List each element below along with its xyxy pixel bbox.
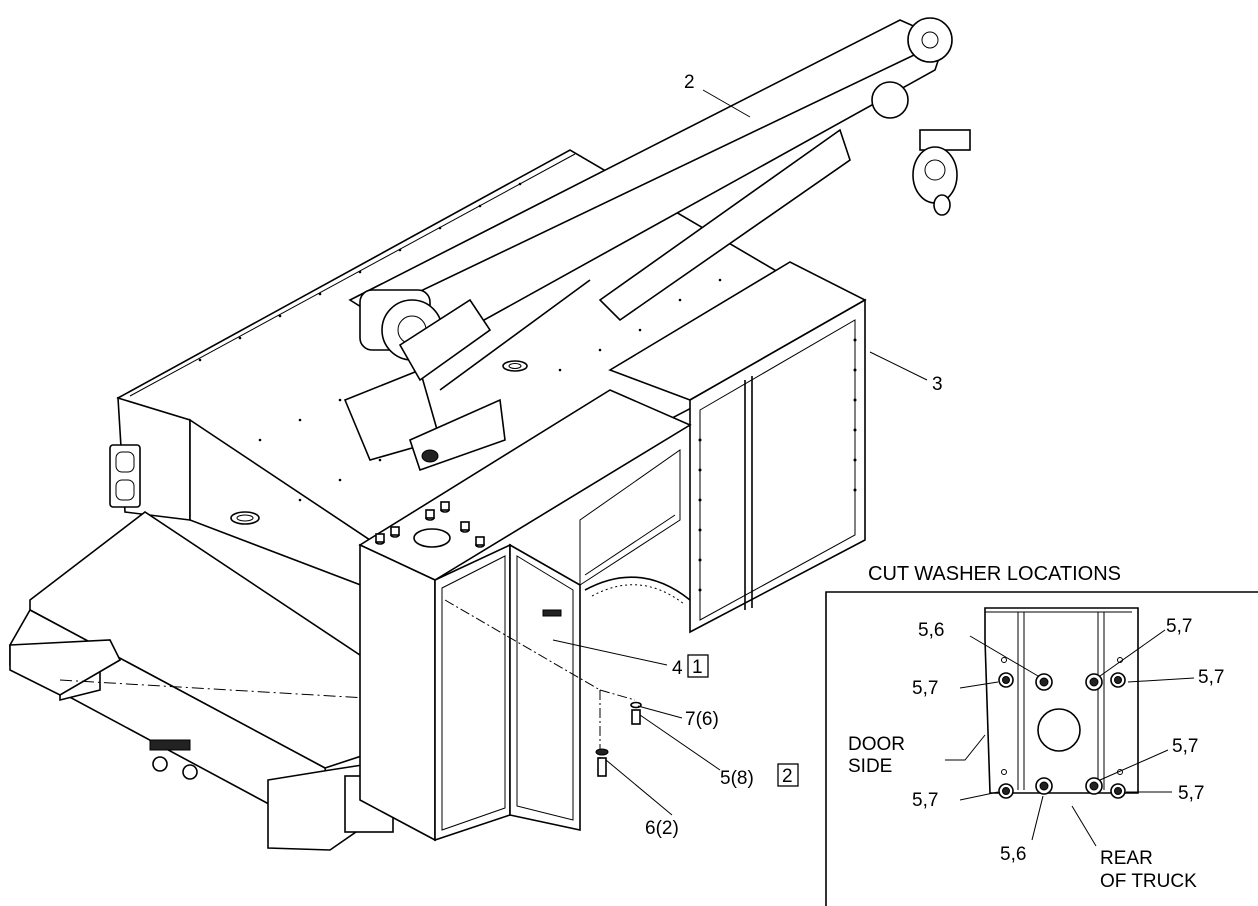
washer-locations <box>998 672 1126 799</box>
detail-leaders <box>945 629 1195 847</box>
mounting-studs <box>375 501 485 548</box>
crane-drawing <box>343 17 971 472</box>
callout-leaders <box>552 89 928 816</box>
mounting-plate-drawing <box>984 607 1139 794</box>
hardware-drawing <box>595 701 642 777</box>
right-compartment-drawing <box>584 261 867 634</box>
callout-item-6: 6(2) <box>645 818 679 839</box>
callout-item-4: 4 <box>672 658 683 679</box>
label-bottom-right-inner: 5,7 <box>1172 736 1198 757</box>
label-bottom-left-outer: 5,7 <box>912 790 938 811</box>
label-rear-line1: REAR <box>1100 848 1153 869</box>
label-door-side-line1: DOOR <box>848 734 905 755</box>
callout-item-2: 2 <box>684 72 695 93</box>
note-box-2 <box>777 763 799 787</box>
note-box-1 <box>687 654 709 678</box>
deck-rivets <box>198 182 722 502</box>
label-bottom-right-outer: 5,7 <box>1178 783 1204 804</box>
callout-item-3: 3 <box>932 374 943 395</box>
detail-title: CUT WASHER LOCATIONS <box>868 563 1121 585</box>
label-top-right-inner: 5,7 <box>1166 616 1192 637</box>
callout-item-7: 7(6) <box>685 709 719 730</box>
label-top-left-outer: 5,7 <box>912 678 938 699</box>
cut-washer-detail-panel: CUT WASHER LOCATIONS <box>825 563 1258 906</box>
note-2-number: 2 <box>782 766 793 787</box>
note-1-number: 1 <box>692 657 703 678</box>
label-rear-line2: OF TRUCK <box>1100 871 1197 892</box>
door-compartment-drawing <box>358 389 692 842</box>
rear-bumper-drawing <box>9 511 433 851</box>
label-bottom-left-inner: 5,6 <box>1000 844 1026 865</box>
label-top-right-outer: 5,7 <box>1198 667 1224 688</box>
callout-item-5: 5(8) <box>720 768 754 789</box>
label-door-side-line2: SIDE <box>848 756 892 777</box>
label-top-left-inner: 5,6 <box>918 620 944 641</box>
